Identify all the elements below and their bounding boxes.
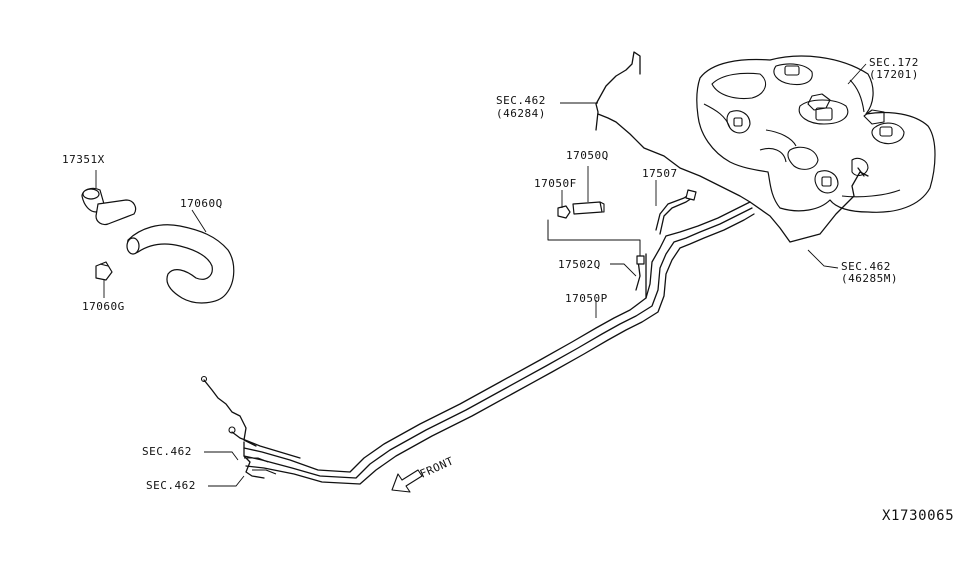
label-17050f: 17050F (534, 177, 577, 190)
figure-id: X1730065 (882, 508, 954, 524)
label-sec462-right: SEC.462 (46285M) (841, 260, 898, 285)
label-17060q: 17060Q (180, 197, 223, 210)
upper-vapor-pipe (595, 51, 751, 203)
part-17060g-clamp (95, 261, 113, 281)
part-17060q-hose (126, 224, 235, 304)
label-17060g: 17060G (82, 300, 125, 313)
label-17351x: 17351X (62, 153, 105, 166)
label-sec462-top-line2: (46284) (496, 107, 546, 120)
fuel-tank (696, 55, 936, 213)
label-sec462-right-line1: SEC.462 (841, 260, 891, 273)
part-17050q-hose (572, 201, 605, 215)
label-17050p: 17050P (565, 292, 608, 305)
label-sec172: SEC.172 (17201) (869, 56, 919, 81)
label-sec462-top-line1: SEC.462 (496, 94, 546, 107)
label-17502q: 17502Q (558, 258, 601, 271)
label-17507: 17507 (642, 167, 678, 180)
tank-outlet-pipe (749, 167, 869, 243)
label-sec462-left-upper: SEC.462 (142, 445, 192, 458)
label-sec462-right-line2: (46285M) (841, 272, 898, 285)
leader-lines (95, 63, 867, 487)
part-17050f-clip (557, 205, 571, 219)
label-sec462-left-lower: SEC.462 (146, 479, 196, 492)
part-17351x-fitting (81, 187, 137, 226)
label-front: FRONT (418, 454, 456, 480)
label-sec172-line2: (17201) (869, 68, 919, 81)
front-pipe-ends (200, 375, 301, 479)
label-sec462-top: SEC.462 (46284) (496, 94, 546, 120)
label-17050q: 17050Q (566, 149, 609, 162)
front-direction-arrow (391, 469, 423, 493)
part-17507-tube (655, 189, 697, 235)
vapor-connector-bracket (547, 219, 645, 265)
main-fuel-line-bundle (243, 201, 755, 485)
label-sec172-line1: SEC.172 (869, 56, 919, 69)
